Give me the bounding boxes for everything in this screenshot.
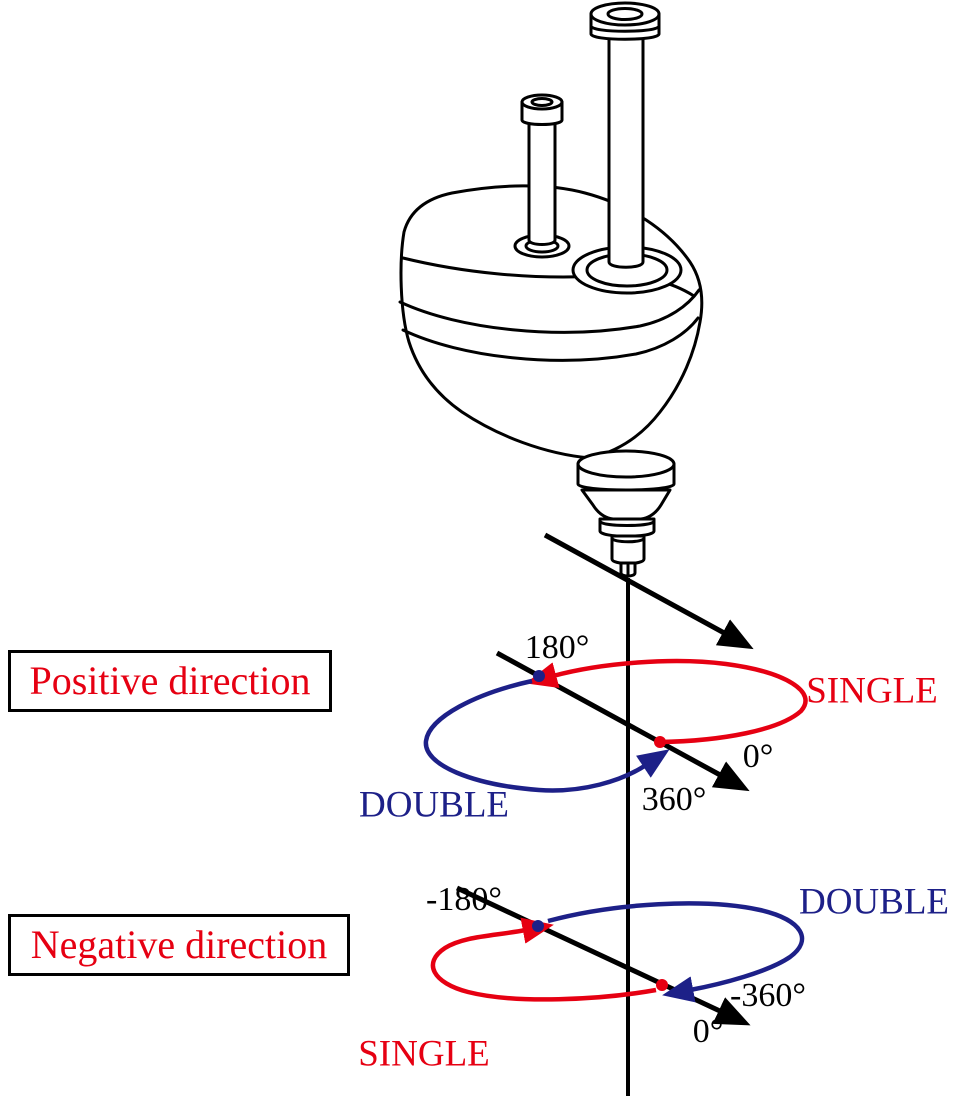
spindle-ring-curve xyxy=(598,519,656,527)
negative-direction-box: Negative direction xyxy=(8,914,350,976)
negative-double-label: DOUBLE xyxy=(798,881,950,923)
positive-rotation-diagram xyxy=(423,650,808,793)
negative-double-arc xyxy=(547,901,805,1003)
big-shaft xyxy=(607,28,645,269)
negative-180-dot xyxy=(532,920,544,932)
small-shaft xyxy=(527,120,557,246)
positive-single-arc xyxy=(525,658,808,745)
negative-single-arc xyxy=(430,917,657,1002)
negative-zero-dot xyxy=(656,979,668,991)
big-cap-top xyxy=(589,1,661,27)
negative-single-label: SINGLE xyxy=(358,1033,490,1075)
positive-direction-text: Positive direction xyxy=(29,658,311,703)
tool-cylinder-curve xyxy=(610,536,646,544)
small-cap-top xyxy=(520,93,564,111)
big-cap-lip xyxy=(589,24,661,33)
body-stripe-upper xyxy=(398,288,701,334)
positive-axis-arrow xyxy=(495,650,750,792)
small-cap-ring xyxy=(530,97,554,107)
big-cap-ring xyxy=(606,7,644,21)
body-stripe-lower xyxy=(401,316,700,362)
spindle-taper xyxy=(580,488,672,521)
positive-direction-box: Positive direction xyxy=(8,650,332,712)
positive-double-arc xyxy=(423,678,670,793)
positive-single-label: SINGLE xyxy=(806,670,938,712)
spindle-ring xyxy=(598,517,656,538)
negative-180-label: -180° xyxy=(426,881,502,918)
positive-360-label: 360° xyxy=(641,781,707,818)
negative-rotation-diagram xyxy=(430,885,805,1026)
robot-wrist-drawing xyxy=(398,1,704,578)
positive-zero-dot xyxy=(654,736,666,748)
positive-180-dot xyxy=(533,670,545,682)
positive-double-label: DOUBLE xyxy=(358,784,510,826)
negative-direction-text: Negative direction xyxy=(30,922,328,967)
positive-180-label: 180° xyxy=(524,629,590,666)
negative-zero-label: 0° xyxy=(692,1013,724,1050)
spindle-collar-top xyxy=(576,449,676,479)
negative-360-label: -360° xyxy=(730,977,806,1014)
positive-zero-label: 0° xyxy=(742,738,774,775)
tool-direction-arrow xyxy=(543,532,754,650)
